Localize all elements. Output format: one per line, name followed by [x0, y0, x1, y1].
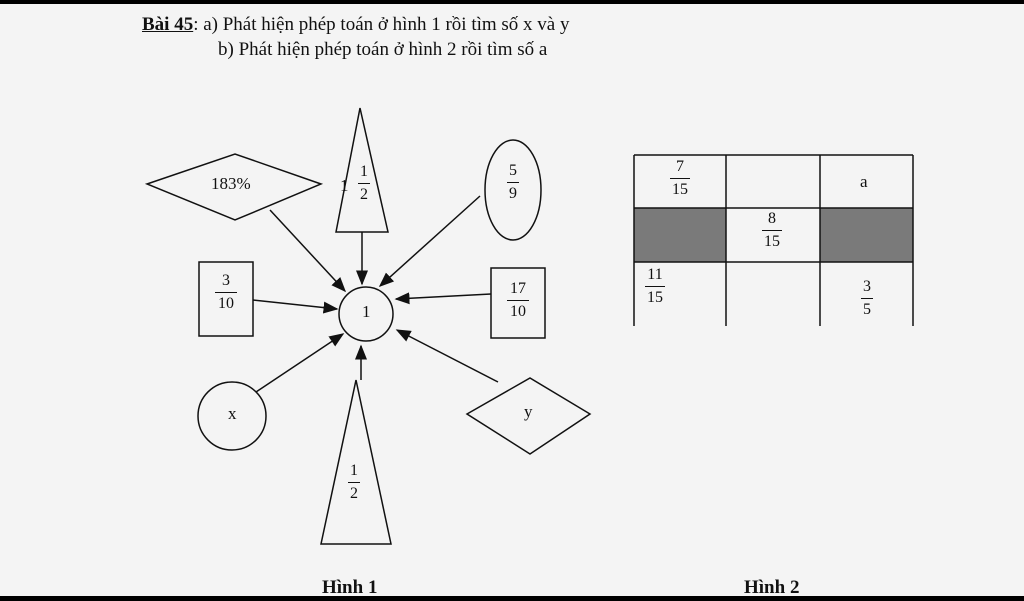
x-circle: [197, 381, 267, 451]
arrow-percent: [269, 209, 347, 293]
exercise-number: Bài 45: [142, 14, 194, 35]
percent-label: 183%: [211, 174, 251, 193]
fraction-ellipse: [484, 139, 542, 241]
center-value: 1: [362, 302, 371, 321]
arrow-left-square: [252, 299, 339, 314]
figure1-caption: Hình 1: [322, 577, 378, 598]
percent-diamond: [144, 153, 324, 221]
y-diamond: [465, 377, 592, 455]
arrow-x: [255, 333, 345, 393]
cell-r1c3: a: [860, 172, 868, 191]
arrow-right-square: [394, 292, 492, 305]
left-square: [198, 261, 254, 337]
right-square: [490, 267, 546, 339]
figure2-caption: Hình 2: [744, 577, 800, 598]
y-label: y: [524, 402, 533, 421]
center-circle: [338, 286, 394, 342]
mixed-whole: 1: [340, 176, 349, 195]
shade-r2c3: [820, 208, 913, 262]
exercise-heading: Bài 45: a) Phát hiện phép toán ở hình 1 …: [142, 12, 570, 60]
part-b-text: b) Phát hiện phép toán ở hình 2 rồi tìm …: [218, 39, 548, 60]
x-label: x: [228, 404, 237, 423]
arrow-ellipse: [378, 195, 481, 288]
bottom-triangle: [320, 379, 392, 545]
shade-r2c1: [634, 208, 726, 262]
arrow-y: [395, 329, 499, 383]
part-a-text: a) Phát hiện phép toán ở hình 1 rồi tìm …: [203, 14, 570, 35]
